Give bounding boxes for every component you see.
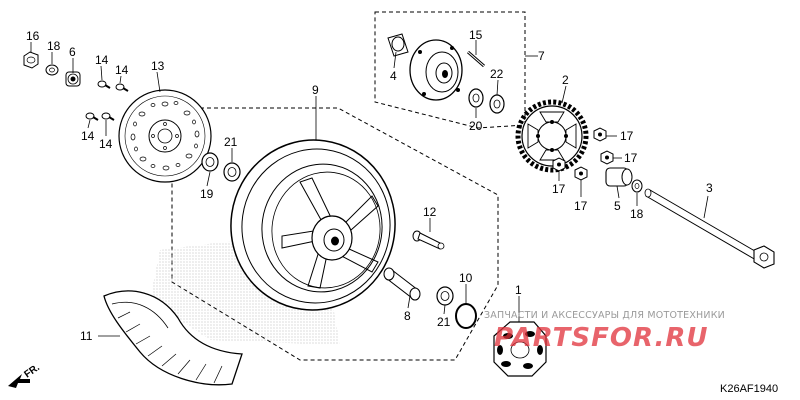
callout-14-a: 14	[95, 53, 109, 67]
hub-flange	[409, 39, 463, 101]
bearing-19	[201, 152, 219, 172]
callout-5: 5	[614, 199, 621, 213]
nut-17-b	[600, 150, 614, 165]
callout-19: 19	[200, 187, 214, 201]
callout-18-left: 18	[47, 39, 61, 53]
bearing-21-lower	[436, 286, 454, 306]
callout-14-b: 14	[115, 63, 129, 77]
callout-14-c: 14	[81, 129, 95, 143]
callout-12: 12	[423, 205, 437, 219]
callout-10: 10	[459, 271, 473, 285]
sprocket-hub-4	[387, 33, 409, 57]
callout-15: 15	[469, 28, 483, 42]
stud-15	[467, 50, 485, 68]
wheel-group-outline	[171, 107, 499, 361]
callout-9: 9	[312, 83, 319, 97]
leader-lines	[30, 40, 709, 337]
washer-18-left	[45, 64, 59, 76]
bolt-12	[412, 230, 445, 250]
ghost-shading	[150, 240, 340, 345]
watermark: ЗАПЧАСТИ И АКСЕССУАРЫ ДЛЯ МОТОТЕХНИКИ PA…	[484, 310, 725, 353]
callout-7: 7	[538, 49, 545, 63]
collar-8	[383, 267, 421, 301]
seal-22	[489, 94, 505, 114]
front-direction-indicator: FR.	[8, 362, 42, 388]
collar-5	[605, 167, 633, 187]
callout-17-c: 17	[552, 182, 566, 196]
nut-17-c	[574, 166, 588, 181]
bolt-14-d	[101, 112, 115, 121]
bearing-21-upper	[223, 162, 241, 182]
callout-1: 1	[515, 283, 522, 297]
watermark-logo: PARTSFOR.RU	[494, 323, 708, 353]
watermark-text: ЗАПЧАСТИ И АКСЕССУАРЫ ДЛЯ МОТОТЕХНИКИ	[484, 310, 725, 321]
washer-18-right	[631, 179, 643, 193]
callout-8: 8	[404, 309, 411, 323]
callout-22: 22	[490, 67, 504, 81]
bolt-14-b	[115, 83, 129, 92]
callout-3: 3	[706, 181, 713, 195]
damper-rubber-1	[493, 321, 547, 377]
brake-disc	[118, 89, 212, 183]
callout-13: 13	[151, 59, 165, 73]
callout-14-d: 14	[99, 137, 113, 151]
callout-labels: 16 18 6 14 14 14 14 13 9 21 19 4 15 22 2…	[26, 28, 713, 343]
callout-17-d: 17	[574, 199, 588, 213]
rear-sprocket	[515, 99, 589, 173]
nut-16	[23, 51, 39, 69]
rear-axle-3	[644, 188, 775, 269]
callout-2: 2	[562, 73, 569, 87]
callout-20: 20	[469, 119, 483, 133]
callout-21-lower: 21	[437, 315, 451, 329]
front-direction-label: FR.	[22, 362, 42, 380]
bolt-14-c	[85, 112, 99, 121]
callout-16: 16	[26, 29, 40, 43]
callout-4: 4	[390, 69, 397, 83]
o-ring-10	[455, 303, 477, 329]
rear-wheel	[230, 139, 396, 311]
bolt-14-a	[97, 80, 111, 89]
callout-11: 11	[80, 329, 93, 343]
callout-18-right: 18	[630, 207, 644, 221]
collar-6	[65, 71, 81, 87]
nut-17-d	[552, 157, 566, 172]
rear-tire	[103, 290, 243, 386]
callout-17-a: 17	[620, 129, 634, 143]
nut-17-a	[593, 127, 607, 142]
callout-17-b: 17	[624, 151, 638, 165]
callout-6: 6	[69, 45, 76, 59]
callout-21-upper: 21	[224, 135, 238, 149]
diagram-code: K26AF1940	[720, 383, 778, 395]
bearing-20	[468, 88, 484, 108]
